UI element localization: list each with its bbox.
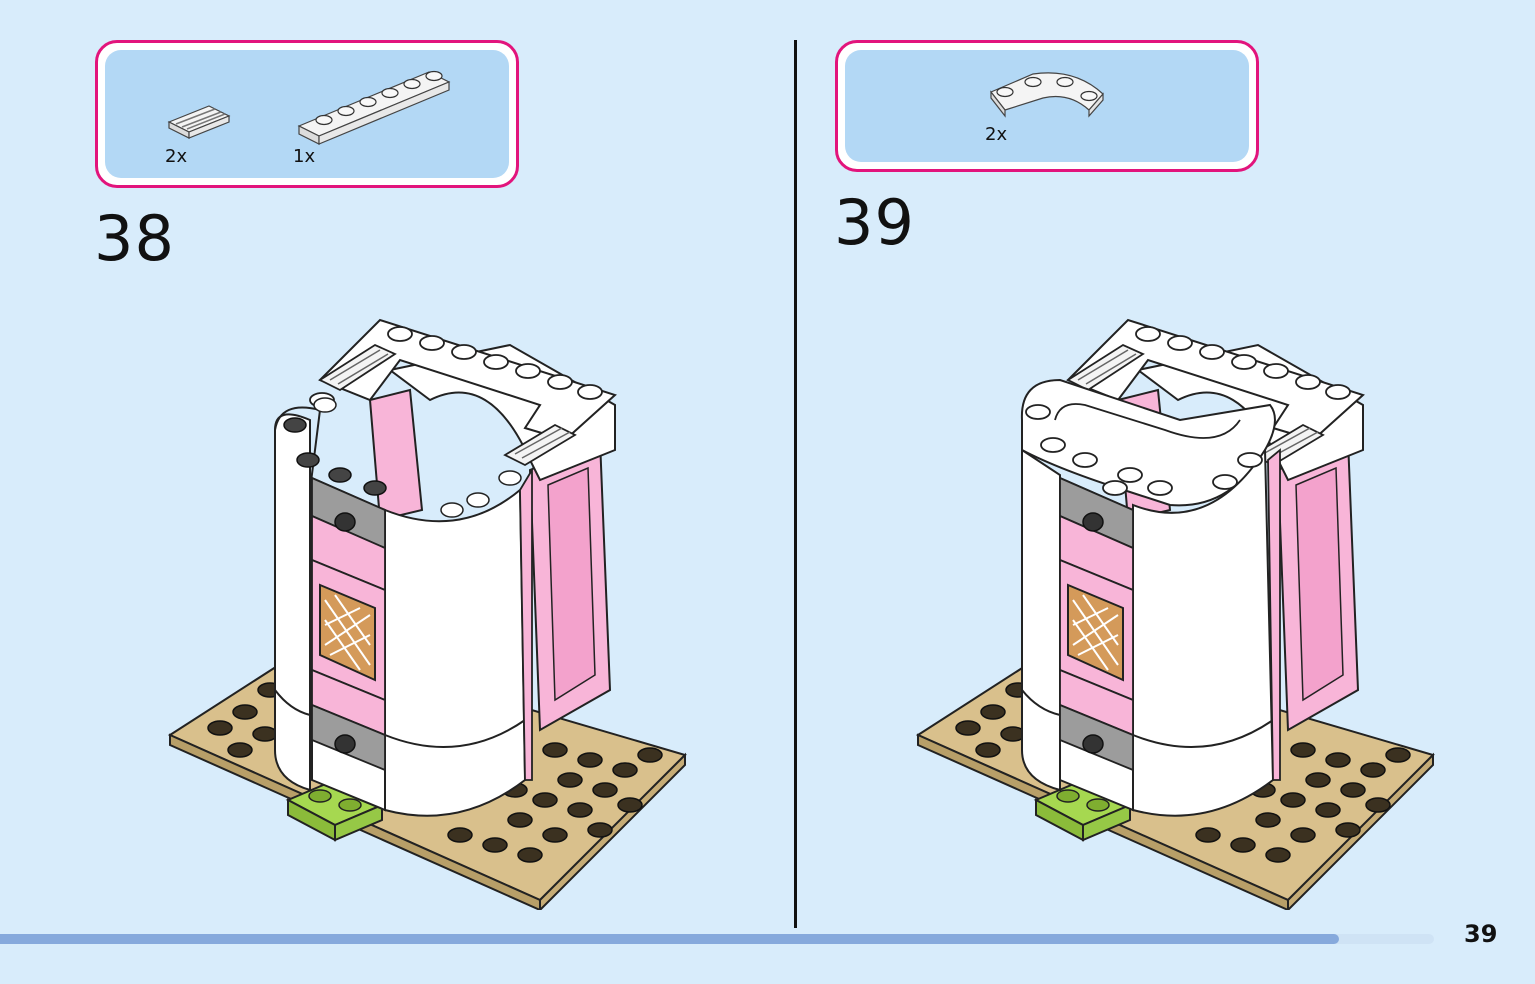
grille-tile	[318, 343, 397, 392]
parts-callout-panel: 2x 1x	[105, 50, 509, 178]
page-number: 39	[1464, 920, 1498, 948]
step-38-parts-callout: 2x 1x	[95, 40, 519, 188]
parts-callout-panel: 2x	[845, 50, 1249, 162]
curved-plate-4x4-icon	[990, 72, 1104, 118]
model-illustration-step-39	[915, 318, 1435, 910]
grille-tile	[503, 423, 577, 467]
progress-bar	[0, 934, 1434, 944]
part-quantity: 2x	[985, 124, 1008, 145]
step-39-parts-callout: 2x	[835, 40, 1259, 172]
step-divider	[794, 40, 797, 928]
step-number: 38	[94, 202, 175, 275]
curved-white-wall	[274, 413, 311, 792]
progress-bar-fill	[0, 934, 1340, 944]
plate-1x6-icon	[297, 70, 451, 145]
model-illustration-step-38	[167, 318, 687, 910]
baseplate-studs	[955, 682, 1411, 863]
curved-white-wall	[1021, 448, 1061, 792]
grille-tile	[1251, 423, 1325, 467]
part-quantity: 1x	[293, 146, 316, 167]
part-quantity: 2x	[165, 146, 188, 167]
tile-grille-1x2-icon	[167, 105, 231, 139]
step-number: 39	[834, 186, 915, 259]
